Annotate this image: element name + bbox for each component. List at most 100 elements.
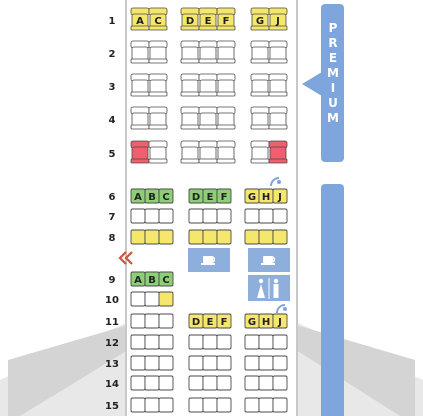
premium-seat[interactable] <box>180 140 200 164</box>
economy-seat[interactable] <box>130 334 146 350</box>
premium-seat[interactable] <box>130 106 150 130</box>
economy-seat[interactable] <box>244 208 260 224</box>
economy-seat[interactable] <box>216 334 232 350</box>
economy-seat[interactable] <box>130 355 146 371</box>
economy-seat[interactable]: J <box>272 188 288 204</box>
premium-seat[interactable] <box>180 40 200 64</box>
economy-seat[interactable]: C <box>158 188 174 204</box>
economy-seat[interactable] <box>272 208 288 224</box>
economy-seat[interactable] <box>244 375 260 391</box>
exit-chevron-icon[interactable] <box>118 251 133 265</box>
premium-seat[interactable] <box>268 106 288 130</box>
economy-seat[interactable] <box>202 375 218 391</box>
economy-seat[interactable] <box>272 375 288 391</box>
economy-seat[interactable]: G <box>244 188 260 204</box>
premium-seat[interactable]: F <box>216 7 236 31</box>
premium-seat[interactable] <box>130 140 150 164</box>
premium-seat[interactable]: D <box>180 7 200 31</box>
economy-seat[interactable]: F <box>216 188 232 204</box>
economy-seat[interactable] <box>158 334 174 350</box>
economy-seat[interactable] <box>272 397 288 413</box>
economy-seat[interactable] <box>258 397 274 413</box>
economy-seat[interactable] <box>130 208 146 224</box>
economy-seat[interactable]: H <box>258 313 274 329</box>
economy-seat[interactable] <box>244 229 260 245</box>
economy-seat[interactable]: J <box>272 313 288 329</box>
economy-seat[interactable]: F <box>216 313 232 329</box>
economy-seat[interactable] <box>130 313 146 329</box>
premium-seat[interactable] <box>148 106 168 130</box>
economy-seat[interactable]: D <box>188 313 204 329</box>
economy-seat[interactable] <box>216 229 232 245</box>
premium-seat[interactable] <box>198 140 218 164</box>
economy-seat[interactable] <box>258 229 274 245</box>
premium-seat[interactable] <box>180 73 200 97</box>
economy-seat[interactable] <box>158 313 174 329</box>
premium-seat[interactable] <box>148 40 168 64</box>
economy-seat[interactable] <box>158 229 174 245</box>
economy-seat[interactable] <box>202 355 218 371</box>
economy-seat[interactable] <box>188 375 204 391</box>
economy-seat[interactable] <box>144 375 160 391</box>
premium-seat[interactable]: J <box>268 7 288 31</box>
economy-seat[interactable] <box>258 355 274 371</box>
economy-seat[interactable] <box>244 334 260 350</box>
economy-seat[interactable] <box>188 229 204 245</box>
economy-seat[interactable] <box>258 208 274 224</box>
economy-seat[interactable]: H <box>258 188 274 204</box>
premium-seat[interactable]: E <box>198 7 218 31</box>
economy-seat[interactable] <box>188 355 204 371</box>
economy-seat[interactable]: E <box>202 188 218 204</box>
premium-seat[interactable]: G <box>250 7 270 31</box>
premium-seat[interactable] <box>198 106 218 130</box>
premium-seat[interactable] <box>268 40 288 64</box>
premium-seat[interactable] <box>216 73 236 97</box>
economy-seat[interactable]: B <box>144 271 160 287</box>
economy-seat[interactable] <box>244 397 260 413</box>
economy-seat[interactable] <box>244 355 260 371</box>
economy-seat[interactable] <box>158 397 174 413</box>
premium-seat[interactable] <box>130 73 150 97</box>
premium-seat[interactable]: C <box>148 7 168 31</box>
premium-seat[interactable] <box>216 140 236 164</box>
economy-seat[interactable] <box>202 397 218 413</box>
premium-seat[interactable] <box>268 140 288 164</box>
premium-seat[interactable] <box>250 106 270 130</box>
economy-seat[interactable]: A <box>130 188 146 204</box>
economy-seat[interactable]: G <box>244 313 260 329</box>
premium-seat[interactable] <box>268 73 288 97</box>
premium-seat[interactable] <box>148 140 168 164</box>
economy-seat[interactable] <box>130 375 146 391</box>
economy-seat[interactable] <box>144 313 160 329</box>
economy-seat[interactable] <box>158 291 174 307</box>
economy-seat[interactable] <box>130 397 146 413</box>
premium-seat[interactable] <box>180 106 200 130</box>
economy-seat[interactable] <box>202 334 218 350</box>
premium-seat[interactable] <box>250 73 270 97</box>
economy-seat[interactable] <box>272 355 288 371</box>
economy-seat[interactable]: C <box>158 271 174 287</box>
economy-seat[interactable] <box>216 375 232 391</box>
economy-seat[interactable] <box>144 334 160 350</box>
premium-seat[interactable] <box>250 40 270 64</box>
economy-seat[interactable] <box>202 208 218 224</box>
economy-seat[interactable] <box>158 375 174 391</box>
economy-seat[interactable] <box>258 334 274 350</box>
premium-seat[interactable] <box>198 73 218 97</box>
economy-seat[interactable] <box>258 375 274 391</box>
economy-seat[interactable] <box>216 397 232 413</box>
economy-seat[interactable] <box>158 208 174 224</box>
premium-seat[interactable] <box>250 140 270 164</box>
economy-seat[interactable]: A <box>130 271 146 287</box>
economy-seat[interactable] <box>144 229 160 245</box>
economy-seat[interactable] <box>144 355 160 371</box>
economy-seat[interactable] <box>158 355 174 371</box>
economy-seat[interactable] <box>272 229 288 245</box>
economy-seat[interactable] <box>130 229 146 245</box>
economy-seat[interactable] <box>202 229 218 245</box>
premium-seat[interactable]: A <box>130 7 150 31</box>
economy-seat[interactable] <box>188 334 204 350</box>
economy-seat[interactable] <box>130 291 146 307</box>
economy-seat[interactable]: B <box>144 188 160 204</box>
economy-seat[interactable] <box>272 334 288 350</box>
